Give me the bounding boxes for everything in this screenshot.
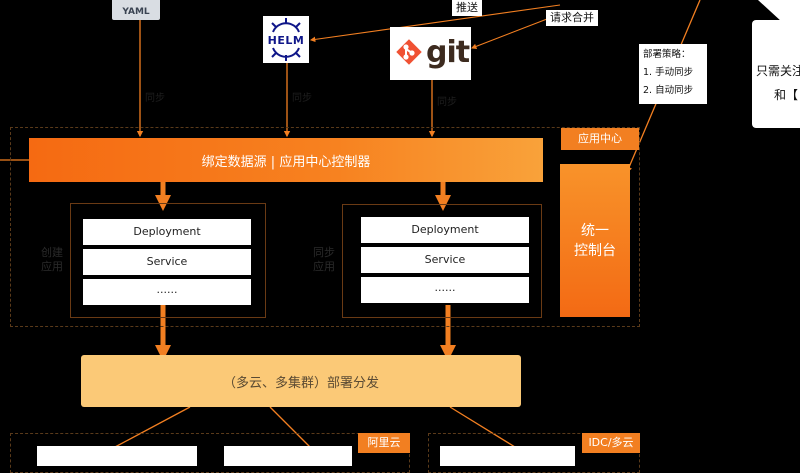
sync-label-yaml: 同步 xyxy=(145,93,165,104)
group-note-create: 创建应用 xyxy=(41,246,63,273)
git-label: git xyxy=(426,35,470,70)
resource-deployment: Deployment xyxy=(83,219,251,245)
resource-more: ...... xyxy=(83,279,251,305)
git-diamond-icon xyxy=(396,39,422,65)
yaml-label: YAML xyxy=(122,7,150,17)
deploy-distribution-bar: （多云、多集群）部署分发 xyxy=(81,355,521,407)
deploy-strategy-box: 部署策略： 1. 手动同步 2. 自动同步 xyxy=(639,44,707,104)
controller-label: 绑定数据源 | 应用中心控制器 xyxy=(201,154,371,170)
resource-service: Service xyxy=(83,249,251,275)
bubble-text-1: 只需关注 xyxy=(756,64,800,78)
helm-wheel-icon xyxy=(271,18,301,61)
resource-more: ...... xyxy=(361,277,529,303)
aliyun-label: 阿里云 xyxy=(358,433,410,453)
git-logo: git xyxy=(390,27,471,80)
helm-logo: HELM xyxy=(263,16,309,63)
push-label: 推送 xyxy=(452,0,482,16)
bubble-text-2: 和【 xyxy=(774,88,799,102)
speech-bubble: 只需关注 和【 xyxy=(752,20,800,128)
cluster-card xyxy=(440,446,575,466)
group-note-sync: 同步应用 xyxy=(313,246,335,273)
cluster-card xyxy=(224,446,352,466)
strategy-manual: 1. 手动同步 xyxy=(643,67,694,78)
controller-bar: 绑定数据源 | 应用中心控制器 xyxy=(29,138,543,182)
app-center-label: 应用中心 xyxy=(561,128,639,150)
cluster-card xyxy=(37,446,197,466)
resource-deployment: Deployment xyxy=(361,217,529,243)
resource-group-sync: Deployment Service ...... xyxy=(342,204,542,318)
console-line-2: 控制台 xyxy=(574,242,616,259)
yaml-icon: YAML xyxy=(112,0,160,20)
resource-service: Service xyxy=(361,247,529,273)
strategy-title: 部署策略： xyxy=(643,49,691,60)
idc-label: IDC/多云 xyxy=(582,433,640,453)
pull-request-label: 请求合并 xyxy=(546,10,598,26)
console-line-1: 统一 xyxy=(581,222,609,239)
helm-label: HELM xyxy=(267,34,305,47)
sync-label-helm: 同步 xyxy=(292,93,312,104)
deploy-label: （多云、多集群）部署分发 xyxy=(222,375,379,391)
strategy-auto: 2. 自动同步 xyxy=(643,85,694,96)
bubble-tail xyxy=(758,0,800,22)
unified-console: 统一 控制台 xyxy=(560,164,630,317)
sync-label-git: 同步 xyxy=(437,97,457,108)
app-center-region xyxy=(10,127,640,327)
resource-group-create: Deployment Service ...... xyxy=(70,203,266,318)
